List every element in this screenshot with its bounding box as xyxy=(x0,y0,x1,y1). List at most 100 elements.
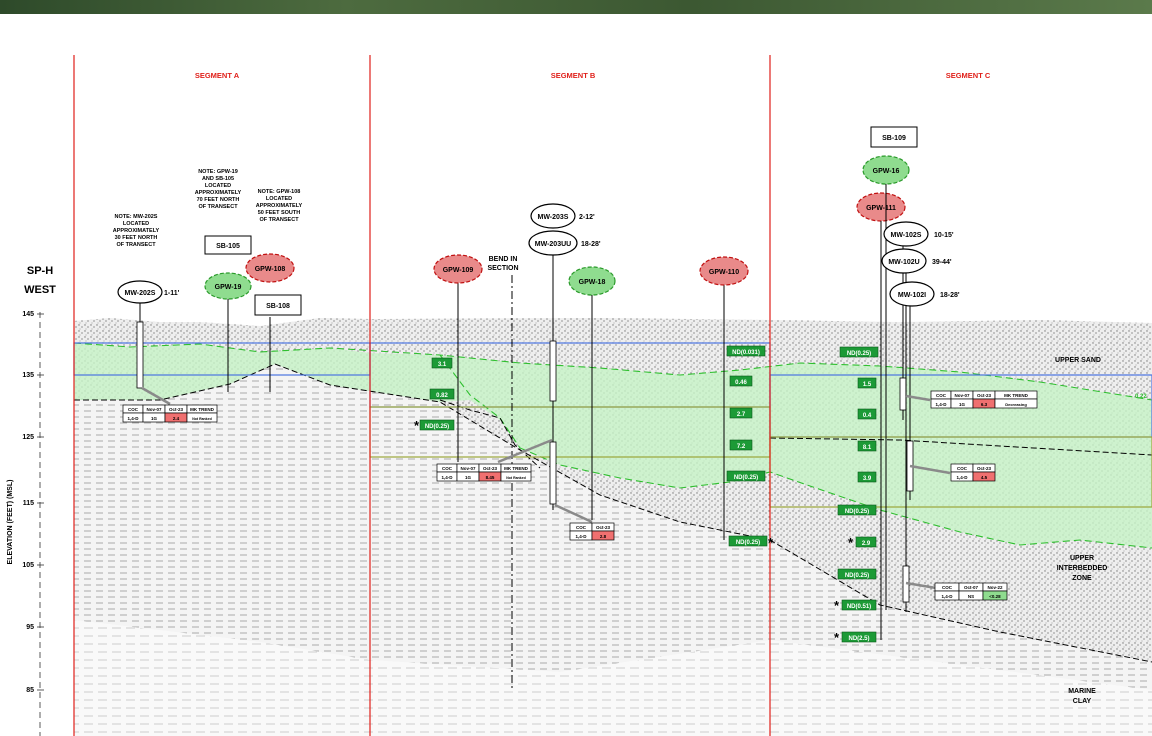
well-label: MW-203UU xyxy=(535,241,571,248)
svg-text:Nov-22: Nov-22 xyxy=(987,585,1003,590)
zone-marine-clay: CLAY xyxy=(1073,698,1092,705)
svg-text:0.4: 0.4 xyxy=(863,413,872,419)
conc-tag: 0.46 xyxy=(729,375,753,387)
data-table-t3: COC Oct-23 1,4-D 2.8 xyxy=(569,522,615,541)
note-line: LOCATED xyxy=(123,221,149,227)
data-table-t6: COC Oct-07 Nov-22 1,4-D NS <0.28 xyxy=(934,582,1008,601)
axis-ticks xyxy=(37,313,44,691)
svg-text:1G: 1G xyxy=(465,475,472,480)
well-gpw111[interactable]: GPW-111 xyxy=(856,192,906,222)
svg-text:Oct-23: Oct-23 xyxy=(977,393,992,398)
svg-text:1.5: 1.5 xyxy=(863,382,872,388)
svg-text:NS: NS xyxy=(968,594,974,599)
svg-text:2.7: 2.7 xyxy=(737,412,746,418)
note-line: OF TRANSECT xyxy=(198,204,238,210)
svg-text:*: * xyxy=(848,535,854,550)
svg-text:1,4-D: 1,4-D xyxy=(935,402,947,407)
svg-text:Nov-07: Nov-07 xyxy=(460,466,476,471)
tick-label: 145 xyxy=(22,311,34,318)
well-screen-interval: 39-44' xyxy=(932,259,952,266)
well-mw203s[interactable]: MW-203S 2-12' xyxy=(530,203,595,229)
svg-text:2.9: 2.9 xyxy=(862,541,871,547)
well-gpw16[interactable]: GPW-16 xyxy=(862,155,910,185)
svg-text:1,4-D: 1,4-D xyxy=(127,416,139,421)
well-mw203uu[interactable]: MW-203UU 18-28' xyxy=(528,230,601,510)
note-line: APPROXIMATELY xyxy=(113,228,160,234)
svg-text:ND(2.5): ND(2.5) xyxy=(848,636,869,642)
segment-b-label: SEGMENT B xyxy=(551,71,596,80)
svg-text:COC: COC xyxy=(957,466,968,471)
note-line: AND SB-105 xyxy=(202,176,234,182)
bend-label: SECTION xyxy=(487,265,518,272)
svg-text:Oct-23: Oct-23 xyxy=(977,466,992,471)
zone-interbedded: UPPER xyxy=(1070,555,1094,562)
conc-tag: 7.2 xyxy=(729,439,753,451)
well-gpw109[interactable]: GPW-109 xyxy=(433,254,483,462)
well-gpw110[interactable]: GPW-110 xyxy=(699,256,749,540)
svg-text:MK TREND: MK TREND xyxy=(190,407,214,412)
conc-tag: ND(0.031) xyxy=(726,345,766,357)
svg-text:2.8: 2.8 xyxy=(600,534,607,539)
tick-label: 95 xyxy=(26,624,34,631)
svg-text:ND(0.25): ND(0.25) xyxy=(425,424,449,430)
data-table-t5: COC Oct-23 1,4-D 4.5 xyxy=(950,463,996,482)
svg-text:4.5: 4.5 xyxy=(981,475,988,480)
well-screen-interval: 18-28' xyxy=(940,292,960,299)
conc-tag: 8.1 xyxy=(857,440,877,452)
svg-text:Not Ranked: Not Ranked xyxy=(192,417,211,421)
svg-text:1,4-D: 1,4-D xyxy=(956,475,968,480)
segment-c-label: SEGMENT C xyxy=(946,71,991,80)
well-label: GPW-16 xyxy=(873,168,900,175)
svg-text:*: * xyxy=(414,418,420,433)
well-label: GPW-18 xyxy=(579,279,606,286)
note-line: OF TRANSECT xyxy=(259,217,299,223)
svg-text:1G: 1G xyxy=(151,416,158,421)
well-gpw19[interactable]: GPW-19 xyxy=(204,272,252,392)
well-screen-interval: 18-28' xyxy=(581,241,601,248)
note-gpw108: NOTE: GPW-108 LOCATED APPROXIMATELY 50 F… xyxy=(256,189,303,223)
tick-label: 125 xyxy=(22,434,34,441)
svg-text:Oct-23: Oct-23 xyxy=(596,525,611,530)
note-mw202s: NOTE: MW-202S LOCATED APPROXIMATELY 30 F… xyxy=(113,214,160,248)
well-mw202s[interactable]: MW-202S 1-11' xyxy=(117,280,180,389)
note-line: OF TRANSECT xyxy=(116,242,156,248)
note-line: NOTE: MW-202S xyxy=(115,214,158,220)
well-mw102s[interactable]: MW-102S 10-15' xyxy=(883,221,954,420)
conc-tag: *ND(0.51) xyxy=(834,598,877,613)
tick-label: 105 xyxy=(22,562,34,569)
svg-text:ND(0.25): ND(0.25) xyxy=(845,573,869,579)
note-line: NOTE: GPW-19 xyxy=(198,169,238,175)
marine-clay-layer xyxy=(74,620,1152,736)
svg-text:MK TREND: MK TREND xyxy=(504,466,528,471)
svg-text:2.4: 2.4 xyxy=(173,416,180,421)
well-sb105[interactable]: SB-105 xyxy=(204,235,252,255)
well-screen-interval: 2-12' xyxy=(579,214,595,221)
well-label: SB-109 xyxy=(882,135,906,142)
svg-text:Oct-23: Oct-23 xyxy=(169,407,184,412)
svg-text:ND(0.25): ND(0.25) xyxy=(734,475,758,481)
well-sb108[interactable]: SB-108 xyxy=(254,294,302,392)
note-gpw19: NOTE: GPW-19 AND SB-105 LOCATED APPROXIM… xyxy=(195,169,242,210)
zone-interbedded: INTERBEDDED xyxy=(1057,565,1108,572)
svg-text:3.1: 3.1 xyxy=(438,362,447,368)
note-line: APPROXIMATELY xyxy=(195,190,242,196)
svg-text:ND(0.25): ND(0.25) xyxy=(847,351,871,357)
well-screen-interval: 1-11' xyxy=(164,290,180,297)
plume-area xyxy=(74,343,1152,548)
well-screen xyxy=(136,321,144,389)
well-label: SB-105 xyxy=(216,243,240,250)
note-line: APPROXIMATELY xyxy=(256,203,303,209)
svg-text:COC: COC xyxy=(936,393,947,398)
well-label: SB-108 xyxy=(266,303,290,310)
axis-title: SP-H xyxy=(27,265,53,277)
well-gpw18[interactable]: GPW-18 xyxy=(568,266,616,520)
well-gpw108[interactable]: GPW-108 xyxy=(245,253,295,283)
well-screen xyxy=(549,340,557,402)
well-sb109[interactable]: SB-109 xyxy=(870,126,918,148)
well-label: MW-102I xyxy=(898,292,926,299)
plume-contour xyxy=(73,342,1152,401)
svg-text:6.3: 6.3 xyxy=(981,402,988,407)
svg-text:Nov-07: Nov-07 xyxy=(146,407,162,412)
svg-text:8.45: 8.45 xyxy=(486,475,495,480)
